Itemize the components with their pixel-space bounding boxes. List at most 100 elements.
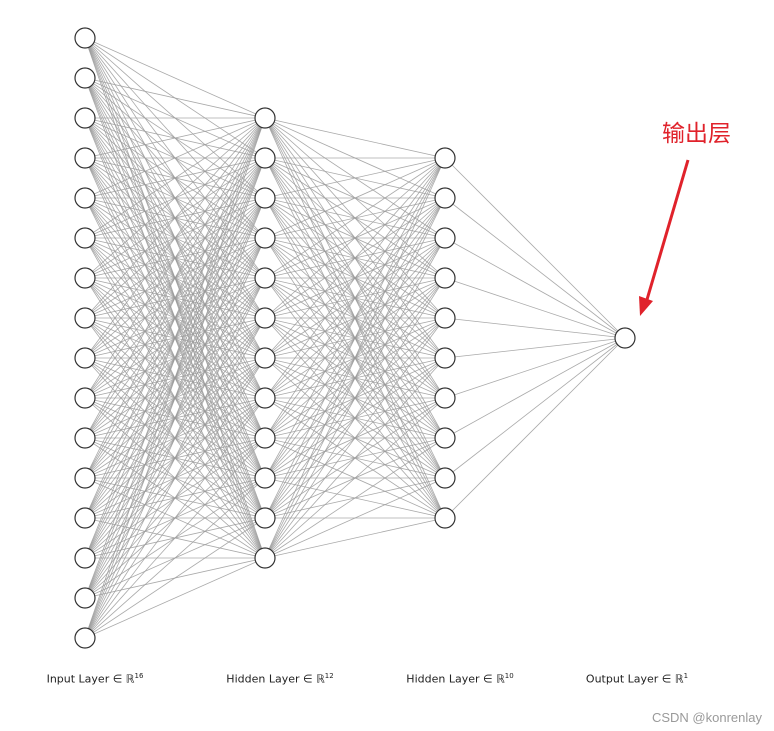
connection-line — [444, 337, 626, 439]
connection-line — [84, 37, 266, 119]
input-node — [74, 627, 96, 649]
hidden-1-node — [254, 547, 276, 569]
annotation-arrow — [639, 159, 690, 316]
connection-line — [264, 157, 446, 319]
hidden-2-node — [434, 307, 456, 329]
hidden-1-node — [254, 347, 276, 369]
connection-line — [264, 277, 446, 559]
connection-lines — [84, 37, 626, 639]
hidden-1-node — [254, 507, 276, 529]
hidden-layer-2-label-text: Hidden Layer ∈ ℝ — [406, 672, 505, 686]
input-node — [74, 267, 96, 289]
output-node — [614, 327, 636, 349]
connection-line — [264, 157, 446, 519]
connection-line — [84, 557, 266, 639]
connection-line — [264, 237, 446, 559]
hidden-1-node — [254, 467, 276, 489]
hidden-2-node — [434, 147, 456, 169]
hidden-layer-1-label: Hidden Layer ∈ ℝ12 — [226, 672, 333, 686]
connection-line — [444, 337, 626, 479]
input-node — [74, 27, 96, 49]
connection-line — [264, 517, 446, 559]
connection-line — [264, 157, 446, 559]
connection-line — [84, 357, 266, 639]
input-layer-label-sup: 16 — [134, 672, 144, 680]
connection-line — [444, 337, 626, 519]
connection-line — [84, 437, 266, 639]
connection-line — [84, 117, 266, 439]
connection-line — [264, 317, 446, 559]
hidden-2-node — [434, 187, 456, 209]
input-node — [74, 507, 96, 529]
connection-line — [264, 157, 446, 359]
hidden-layer-2-label: Hidden Layer ∈ ℝ10 — [406, 672, 513, 686]
input-node — [74, 467, 96, 489]
hidden-layer-1-label-sup: 12 — [324, 672, 334, 680]
connection-line — [84, 517, 266, 639]
neuron-nodes — [74, 27, 636, 649]
arrow-head — [639, 296, 653, 316]
input-node — [74, 387, 96, 409]
connection-line — [264, 157, 446, 439]
hidden-2-node — [434, 227, 456, 249]
connection-line — [264, 197, 446, 559]
connection-line — [264, 117, 446, 159]
connection-line — [84, 117, 266, 319]
arrow-shaft — [644, 159, 690, 304]
connection-line — [444, 317, 626, 339]
connection-line — [264, 397, 446, 559]
input-node — [74, 67, 96, 89]
output-layer-label-sup: 1 — [683, 672, 689, 680]
input-node — [74, 307, 96, 329]
hidden-1-node — [254, 267, 276, 289]
connection-line — [84, 317, 266, 639]
connection-line — [84, 117, 266, 639]
connection-line — [84, 117, 266, 479]
connection-line — [84, 117, 266, 399]
hidden-1-node — [254, 307, 276, 329]
output-layer-label: Output Layer ∈ ℝ1 — [586, 672, 688, 686]
hidden-1-node — [254, 387, 276, 409]
input-layer-label: Input Layer ∈ ℝ16 — [47, 672, 144, 686]
connection-line — [84, 117, 266, 519]
csdn-watermark: CSDN @konrenlay — [651, 710, 762, 725]
connection-line — [84, 117, 266, 239]
hidden-2-node — [434, 347, 456, 369]
connection-line — [84, 77, 266, 119]
connection-line — [84, 157, 266, 639]
input-node — [74, 427, 96, 449]
hidden-1-node — [254, 227, 276, 249]
connection-line — [444, 277, 626, 339]
connection-line — [84, 477, 266, 639]
connection-line — [84, 117, 266, 199]
hidden-1-node — [254, 427, 276, 449]
hidden-2-node — [434, 427, 456, 449]
connection-line — [264, 157, 446, 239]
hidden-2-node — [434, 267, 456, 289]
connection-line — [264, 477, 446, 559]
hidden-layer-2-label-sup: 10 — [504, 672, 514, 680]
connection-line — [84, 117, 266, 159]
connection-line — [84, 117, 266, 559]
hidden-1-node — [254, 147, 276, 169]
input-node — [74, 547, 96, 569]
connection-line — [84, 277, 266, 639]
connection-line — [264, 357, 446, 559]
hidden-layer-1-label-text: Hidden Layer ∈ ℝ — [226, 672, 325, 686]
connection-line — [444, 337, 626, 359]
output-layer-annotation: 输出层 — [662, 121, 731, 147]
input-node — [74, 187, 96, 209]
connection-line — [84, 117, 266, 359]
connection-line — [84, 197, 266, 639]
input-node — [74, 587, 96, 609]
hidden-1-node — [254, 107, 276, 129]
output-layer-label-text: Output Layer ∈ ℝ — [585, 672, 684, 686]
connection-line — [444, 237, 626, 339]
connection-line — [264, 157, 446, 399]
hidden-2-node — [434, 467, 456, 489]
input-node — [74, 107, 96, 129]
hidden-2-node — [434, 507, 456, 529]
connection-line — [84, 237, 266, 639]
hidden-2-node — [434, 387, 456, 409]
